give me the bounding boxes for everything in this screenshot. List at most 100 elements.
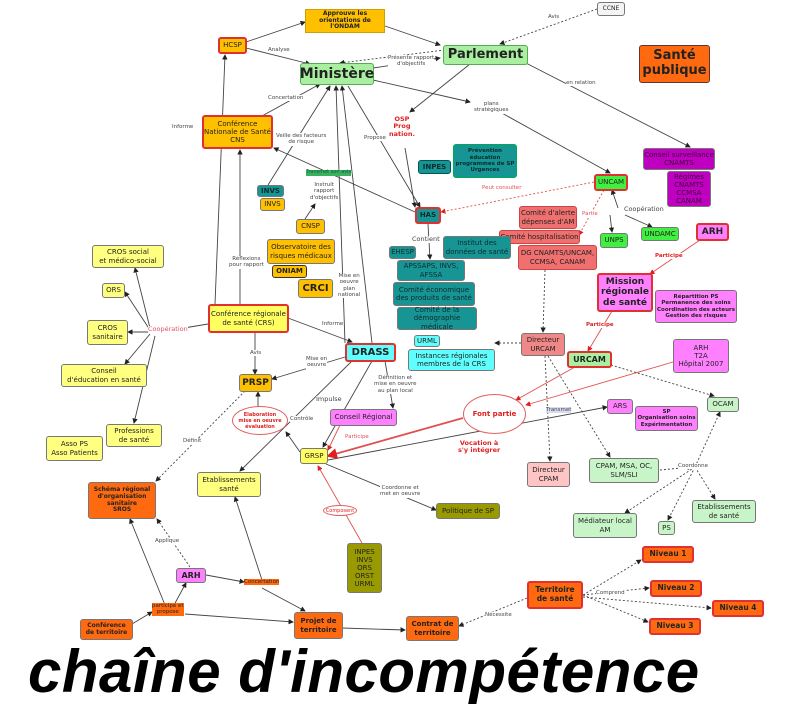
node-conseil-surveillance[interactable]: Conseil surveillance CNAMTS (643, 148, 715, 170)
node-grsp[interactable]: GRSP (300, 448, 328, 464)
node-cnsp[interactable]: CNSP (296, 219, 325, 234)
caption-title: chaîne d'incompétence (28, 638, 700, 704)
node-territoire-sante[interactable]: Territoire de santé (527, 581, 583, 609)
node-cpam-msa[interactable]: CPAM, MSA, OC, SLM/SLI (589, 458, 659, 483)
node-institut-donnees[interactable]: Institut des données de santé (443, 236, 511, 259)
node-sante-publique[interactable]: Santé publique (639, 45, 710, 83)
node-prsp[interactable]: PRSP (239, 374, 272, 392)
node-politique-sp[interactable]: Politique de SP (436, 503, 500, 519)
node-niveau-1[interactable]: Niveau 1 (642, 546, 694, 563)
node-cros-sanitaire[interactable]: CROS sanitaire (87, 320, 128, 345)
node-invs-teal[interactable]: INVS (257, 185, 284, 197)
node-unps[interactable]: UNPS (600, 233, 628, 248)
node-arh-top[interactable]: ARH (696, 223, 729, 241)
label-applique: Applique (155, 538, 180, 545)
node-contrat-territoire[interactable]: Contrat de territoire (406, 616, 459, 641)
label-informe-crs: Informe (322, 321, 344, 328)
node-sp-organisation[interactable]: SP Organisation soins Expérimentation (635, 406, 698, 431)
node-ocam[interactable]: OCAM (707, 397, 739, 412)
label-comprend: Comprend (596, 590, 625, 597)
label-definit: Définit (183, 438, 202, 445)
node-comite-alerte[interactable]: Comité d'alerte dépenses d'AM (519, 206, 577, 229)
node-uncam[interactable]: UNCAM (594, 174, 628, 191)
label-plans: plans stratégiques (474, 101, 509, 114)
node-niveau-2[interactable]: Niveau 2 (650, 580, 702, 597)
label-instruit: Instruit rapport d'objectifs (310, 182, 339, 201)
node-oniam[interactable]: ONIAM (272, 265, 307, 278)
label-propose: Propose (364, 135, 386, 142)
node-comite-hospitalisation[interactable]: Comité hospitalisation (499, 230, 580, 244)
label-definition: Définition et mise en oeuvre au plan loc… (374, 375, 417, 394)
node-instances[interactable]: Instances régionales membres de la CRS (408, 349, 495, 371)
node-mediateur[interactable]: Médiateur local AM (573, 513, 637, 538)
label-cooperation-uncam: Coopération (624, 205, 664, 214)
node-conseil-regional[interactable]: Conseil Régional (330, 409, 397, 426)
node-etablissements-sante[interactable]: Etablissements santé (197, 472, 261, 497)
node-parlement[interactable]: Parlement (443, 45, 528, 65)
label-participe-propose: participe et propose (152, 603, 184, 616)
node-inpes-teal[interactable]: INPES (418, 160, 451, 174)
label-avis-ccne: Avis (548, 14, 560, 21)
node-inpes-olive[interactable]: INPES INVS ORS ORST URML (347, 543, 382, 593)
node-font-partie[interactable]: Font partie (463, 394, 526, 434)
label-transmet-avis: Transmet son avis (306, 169, 352, 176)
node-ars[interactable]: ARS (607, 399, 633, 414)
label-coordonne-met: Coordonne et met en oeuvre (380, 485, 421, 498)
node-arh-bottom[interactable]: ARH (176, 568, 206, 583)
node-ccne[interactable]: CCNE (597, 2, 625, 16)
node-approuve-ondam[interactable]: Approuve les orientations de l'ONDAM (305, 9, 385, 33)
node-etablissements-de-sante[interactable]: Etablissements de santé (692, 500, 756, 523)
label-mise-oeuvre: Mise en oeuvre (306, 356, 328, 369)
node-undamc[interactable]: UNDAMC (641, 227, 679, 241)
node-ps[interactable]: PS (658, 521, 675, 535)
label-partie: Partie (582, 211, 598, 218)
node-projet-territoire[interactable]: Projet de territoire (294, 612, 343, 639)
label-vocation: Vocation à s'y intégrer (458, 439, 501, 455)
node-conference-territoire[interactable]: Conférence de territoire (80, 619, 133, 640)
node-repartition[interactable]: Répartition PS Permanence des soins Coor… (655, 290, 737, 323)
node-professions[interactable]: Professions de santé (106, 424, 162, 447)
node-mission-regionale[interactable]: Mission régionale de santé (597, 273, 653, 312)
node-comite-economique[interactable]: Comité économique des produits de santé (393, 282, 475, 306)
node-prevention[interactable]: Prévention éducation programmes de SP Ur… (453, 144, 517, 178)
node-niveau-3[interactable]: Niveau 3 (649, 618, 701, 635)
node-dg-cnamts[interactable]: DG CNAMTS/UNCAM, CCMSA, CANAM (518, 245, 597, 270)
node-regimes[interactable]: Régimes CNAMTS CCMSA CANAM (667, 171, 711, 207)
node-urcam[interactable]: URCAM (567, 351, 612, 368)
node-crs[interactable]: Conférence régionale de santé (CRS) (208, 304, 289, 333)
node-cros-social[interactable]: CROS social et médico-social (92, 245, 164, 268)
node-has[interactable]: HAS (415, 207, 441, 224)
node-asso[interactable]: Asso PS Asso Patients (46, 436, 103, 461)
node-apssaps[interactable]: APSSAPS, INVS, AFSSA (397, 260, 465, 281)
node-elaboration[interactable]: Elaboration mise en oeuvre évaluation (232, 406, 288, 435)
label-avis-crs: Avis (250, 350, 262, 357)
node-hcsp[interactable]: HCSP (218, 37, 247, 54)
label-mise-plan-national: Mise en oeuvre plan national (338, 273, 361, 299)
node-crci[interactable]: CRCI (298, 279, 333, 298)
node-ors[interactable]: ORS (102, 283, 125, 298)
label-cooperation-cros: Coopération (148, 325, 188, 334)
label-transmet: Transmet (546, 407, 572, 414)
node-ehesp[interactable]: EHESP (389, 246, 416, 259)
node-ministere[interactable]: Ministère (300, 63, 374, 85)
label-impulse: Impulse (316, 395, 342, 404)
node-urml[interactable]: URML (414, 335, 440, 347)
node-cns[interactable]: Conférence Nationale de Santé CNS (202, 115, 273, 149)
node-comite-demographie[interactable]: Comité de la démographie médicale (397, 306, 477, 331)
node-observatoire[interactable]: Observatoire des risques médicaux (267, 239, 335, 264)
label-contient: Contient (412, 235, 440, 244)
node-drass[interactable]: DRASS (345, 343, 396, 362)
node-conseil-education[interactable]: Conseil d'éducation en santé (61, 364, 147, 387)
node-sros[interactable]: Schéma régional d'organisation sanitaire… (88, 482, 156, 519)
node-invs-yellow[interactable]: INVS (260, 198, 285, 211)
label-participe-arh: Participe (655, 253, 683, 260)
label-osp: OSP Prog nation. (389, 115, 415, 138)
node-directeur-cpam[interactable]: Directeur CPAM (527, 462, 570, 487)
label-composent: Composent (323, 505, 357, 516)
node-arh-t2a[interactable]: ARH T2A Hôpital 2007 (673, 339, 729, 373)
node-directeur-urcam[interactable]: Directeur URCAM (521, 333, 565, 356)
label-analyse: Analyse (268, 47, 290, 54)
node-niveau-4[interactable]: Niveau 4 (712, 600, 764, 617)
label-en-relation: en relation (566, 80, 596, 87)
